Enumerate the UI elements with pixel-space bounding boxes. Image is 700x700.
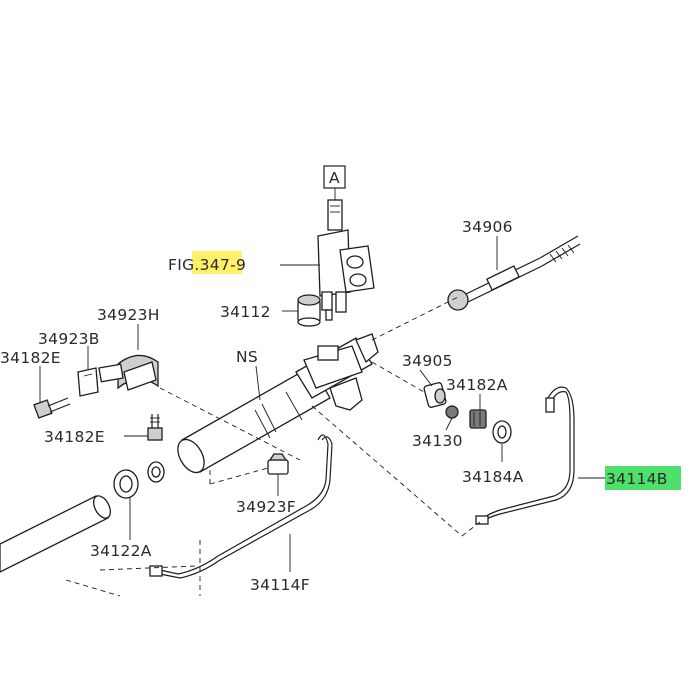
label-34906: 34906	[462, 218, 513, 236]
part-34114f-pipe-inner	[159, 434, 329, 575]
label-34923b: 34923B	[38, 330, 100, 348]
fig-ref-prefix: FI	[168, 256, 182, 274]
pinion-housing	[303, 345, 363, 411]
label-34182a: 34182A	[446, 376, 508, 394]
view-ref-box	[323, 165, 346, 189]
part-34114b-highlight	[605, 466, 681, 490]
part-34182e-bolt-left	[33, 397, 71, 419]
part-34114b-pipe	[481, 386, 575, 523]
label-34112: 34112	[220, 303, 271, 321]
fig-ref-highlight	[192, 251, 242, 274]
part-34905-bushing	[423, 382, 447, 408]
pipe-fitting-bottom-left	[149, 565, 163, 577]
part-34182e-bolt-bottom	[147, 414, 163, 441]
part-34114f-pipe	[159, 436, 333, 579]
part-34923f-bracket	[267, 453, 289, 475]
leader-34905	[419, 369, 433, 387]
label-34184a: 34184A	[462, 468, 524, 486]
part-34130-nut	[445, 405, 459, 419]
part-34184a-washer	[492, 420, 512, 444]
label-34114f: 34114F	[250, 576, 310, 594]
part-34112-bushing	[297, 294, 321, 327]
label-34923h: 34923H	[97, 306, 160, 324]
part-34923b-bracket	[77, 367, 99, 397]
fig-ref-number: G.347	[182, 256, 230, 274]
label-34122a: 34122A	[90, 542, 152, 560]
part-34906-tie-rod	[447, 235, 581, 311]
label-fig-ref: FIG.347-9	[168, 256, 246, 274]
label-34923f: 34923F	[236, 498, 296, 516]
label-ns: NS	[236, 348, 258, 366]
leader-ns	[255, 365, 261, 401]
label-34114b: 34114B	[606, 470, 668, 488]
label-34182e-bottom: 34182E	[44, 428, 105, 446]
part-34114b-pipe-inner	[483, 391, 571, 519]
pipe-fitting-top-right	[545, 397, 555, 413]
dashed-reference-lines	[65, 295, 481, 597]
part-34182a-nut	[469, 409, 487, 429]
part-34923h-clamp	[98, 354, 159, 391]
fig-ref-suffix: -9	[230, 256, 246, 274]
label-34182e-left: 34182E	[0, 349, 61, 367]
lower-tube	[0, 495, 112, 573]
label-34130: 34130	[412, 432, 463, 450]
pipe-fitting-bottom-right	[475, 515, 489, 525]
label-34905: 34905	[402, 352, 453, 370]
valve-assembly	[317, 199, 375, 321]
leader-34130	[445, 417, 453, 431]
part-34122a-seal	[113, 461, 165, 499]
view-ref-label: A	[329, 169, 340, 187]
